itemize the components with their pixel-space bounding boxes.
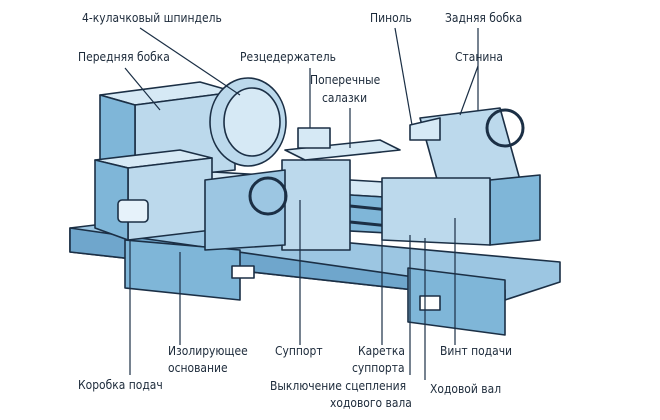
handwheel — [248, 176, 288, 216]
feed-box-panel — [117, 199, 149, 223]
quill — [409, 117, 441, 141]
label-toolholder: Резцедержатель — [240, 49, 336, 64]
cross-slide — [284, 139, 401, 161]
label-spindle: 4-кулачковый шпиндель — [82, 10, 222, 25]
label-tailstock: Задняя бобка — [445, 10, 523, 25]
right-pedestal — [407, 267, 506, 336]
label-carriage-1: Каретка — [358, 343, 406, 358]
label-insulated-base-1: Изолирующее — [168, 343, 248, 358]
label-feed-box: Коробка подач — [78, 377, 163, 392]
label-insulated-base-2: основание — [168, 360, 228, 375]
label-disengage-2: ходового вала — [330, 395, 412, 410]
label-carriage-2: суппорта — [352, 360, 405, 375]
label-quill: Пиноль — [370, 10, 412, 25]
leader-bed — [459, 65, 479, 116]
tailstock-handwheel — [485, 108, 525, 148]
label-cross-slide-1: Поперечные — [310, 72, 381, 87]
chuck-face — [223, 87, 281, 157]
label-disengage-1: Выключение сцепления — [270, 378, 407, 393]
label-headstock: Передняя бобка — [78, 49, 170, 64]
label-bed: Станина — [455, 49, 503, 64]
left-pedestal — [124, 239, 241, 301]
label-feed-shaft: Ходовой вал — [430, 381, 502, 396]
label-support: Суппорт — [275, 343, 323, 358]
apron — [204, 169, 286, 251]
left-pedestal-slot — [231, 265, 255, 279]
label-cross-slide-2: салазки — [322, 90, 368, 105]
toolholder-block — [297, 127, 331, 149]
carriage-right — [381, 177, 491, 246]
leader-quill — [394, 27, 413, 126]
leader-spindle — [139, 27, 241, 96]
label-lead-screw: Винт подачи — [440, 343, 513, 358]
leader-headstock — [124, 67, 161, 111]
